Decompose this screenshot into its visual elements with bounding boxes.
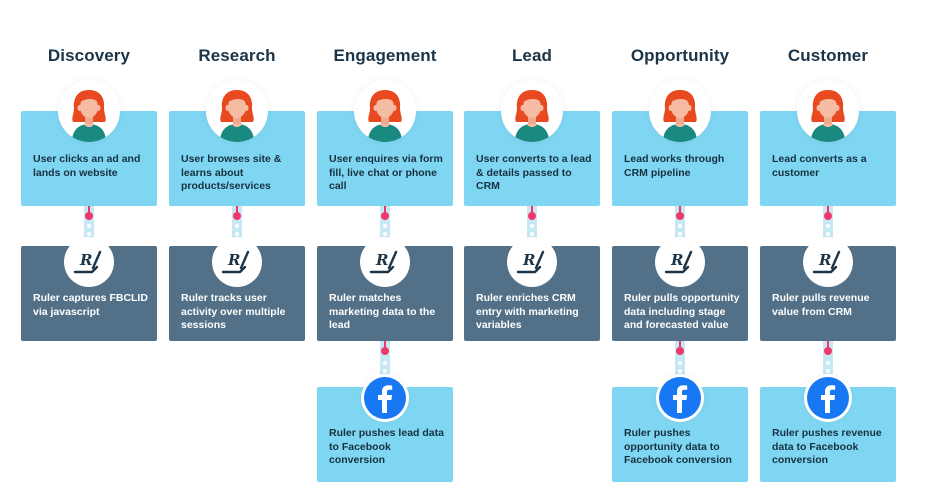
svg-text:R: R xyxy=(227,251,240,269)
ruler-logo-icon: R xyxy=(212,237,262,287)
stage-column-research: Research User browses site & learns abou… xyxy=(169,0,305,500)
stage-title: Opportunity xyxy=(630,46,730,65)
svg-text:R: R xyxy=(670,251,683,269)
user-step-text: User enquires via form fill, live chat o… xyxy=(329,153,443,192)
stage-column-lead: Lead User converts to a lead & details p… xyxy=(464,0,600,500)
pin-marker xyxy=(381,212,389,220)
ruler-logo-icon: R xyxy=(655,237,705,287)
svg-text:R: R xyxy=(818,251,831,269)
woman-avatar-icon xyxy=(501,80,563,142)
facebook-step-text: Ruler pushes opportunity data to Faceboo… xyxy=(624,427,732,466)
connector xyxy=(380,206,390,246)
ruler-logo-icon: R xyxy=(64,237,114,287)
user-step-text: User converts to a lead & details passed… xyxy=(476,153,592,192)
pin-marker xyxy=(676,212,684,220)
ruler-step-text: Ruler tracks user activity over multiple… xyxy=(181,292,286,331)
ruler-step-text: Ruler matches marketing data to the lead xyxy=(329,292,436,331)
user-step-card: User enquires via form fill, live chat o… xyxy=(317,111,453,206)
pin-marker xyxy=(381,347,389,355)
woman-avatar-icon xyxy=(206,80,268,142)
connector xyxy=(823,341,833,387)
facebook-step-text: Ruler pushes lead data to Facebook conve… xyxy=(329,427,444,466)
user-step-text: User clicks an ad and lands on website xyxy=(33,153,141,179)
facebook-icon xyxy=(361,374,409,422)
user-step-card: User clicks an ad and lands on website xyxy=(21,111,157,206)
ruler-logo-icon: R xyxy=(803,237,853,287)
pin-marker xyxy=(824,347,832,355)
user-step-card: Lead works through CRM pipeline xyxy=(612,111,748,206)
stage-column-customer: Customer Lead converts as a customer xyxy=(760,0,896,500)
connector xyxy=(380,341,390,387)
facebook-icon xyxy=(804,374,852,422)
connector xyxy=(823,206,833,246)
stage-column-discovery: Discovery User clicks an ad and lands on… xyxy=(21,0,157,500)
ruler-step-text: Ruler pulls opportunity data including s… xyxy=(624,292,740,331)
facebook-step-text: Ruler pushes revenue data to Facebook co… xyxy=(772,427,882,466)
user-step-text: Lead converts as a customer xyxy=(772,153,867,179)
stage-title: Engagement xyxy=(333,46,437,65)
ruler-logo-icon: R xyxy=(360,237,410,287)
pin-marker xyxy=(676,347,684,355)
connector xyxy=(84,206,94,246)
facebook-icon xyxy=(656,374,704,422)
ruler-step-text: Ruler enriches CRM entry with marketing … xyxy=(476,292,579,331)
woman-avatar-icon xyxy=(797,80,859,142)
connector xyxy=(527,206,537,246)
connector xyxy=(675,341,685,387)
ruler-step-text: Ruler captures FBCLID via javascript xyxy=(33,292,148,318)
svg-text:R: R xyxy=(375,251,388,269)
pin-marker xyxy=(85,212,93,220)
svg-text:R: R xyxy=(79,251,92,269)
stage-title: Research xyxy=(198,46,276,65)
stage-title: Discovery xyxy=(47,46,131,65)
user-step-text: Lead works through CRM pipeline xyxy=(624,153,725,179)
pin-marker xyxy=(528,212,536,220)
pin-marker xyxy=(824,212,832,220)
facebook-step-card: Ruler pushes lead data to Facebook conve… xyxy=(317,387,453,482)
connector xyxy=(675,206,685,246)
stage-column-opportunity: Opportunity Lead works through CRM pipel… xyxy=(612,0,748,500)
stage-column-engagement: Engagement User enquires via form fill, … xyxy=(317,0,453,500)
ruler-logo-icon: R xyxy=(507,237,557,287)
user-step-text: User browses site & learns about product… xyxy=(181,153,282,192)
stage-title: Customer xyxy=(787,46,869,65)
pin-marker xyxy=(233,212,241,220)
woman-avatar-icon xyxy=(354,80,416,142)
connector xyxy=(232,206,242,246)
ruler-step-text: Ruler pulls revenue value from CRM xyxy=(772,292,870,318)
woman-avatar-icon xyxy=(58,80,120,142)
stage-title: Lead xyxy=(511,46,553,65)
woman-avatar-icon xyxy=(649,80,711,142)
svg-text:R: R xyxy=(522,251,535,269)
